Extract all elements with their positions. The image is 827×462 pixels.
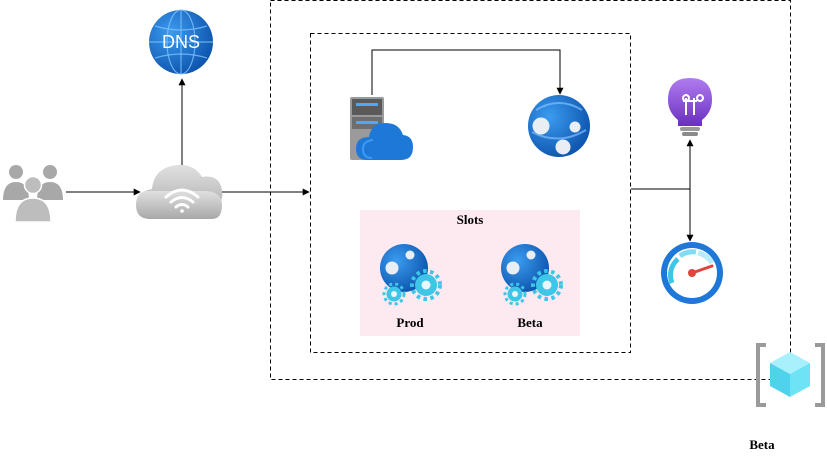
app-service-slot-icon (380, 244, 442, 306)
outer-boundary (270, 0, 791, 380)
cloud-wifi-icon (136, 164, 223, 219)
app-service-slot-icon (501, 244, 563, 306)
connector-server-webapp (371, 49, 564, 95)
slots-title: Slots (456, 212, 484, 227)
resource-group-label: Beta (749, 437, 775, 452)
resource-group-cube-icon (756, 343, 825, 407)
cloud-server-icon (350, 97, 413, 160)
prod-slot-label: Prod (396, 315, 424, 330)
beta-slot-label: Beta (517, 315, 543, 330)
monitor-gauge-icon (661, 242, 723, 304)
web-app-icon (528, 95, 590, 157)
users-icon (3, 165, 63, 223)
dns-label: DNS (161, 32, 201, 52)
app-insights-bulb-icon (668, 78, 712, 136)
dns-globe-icon (149, 9, 213, 75)
inner-boundary (310, 33, 631, 353)
